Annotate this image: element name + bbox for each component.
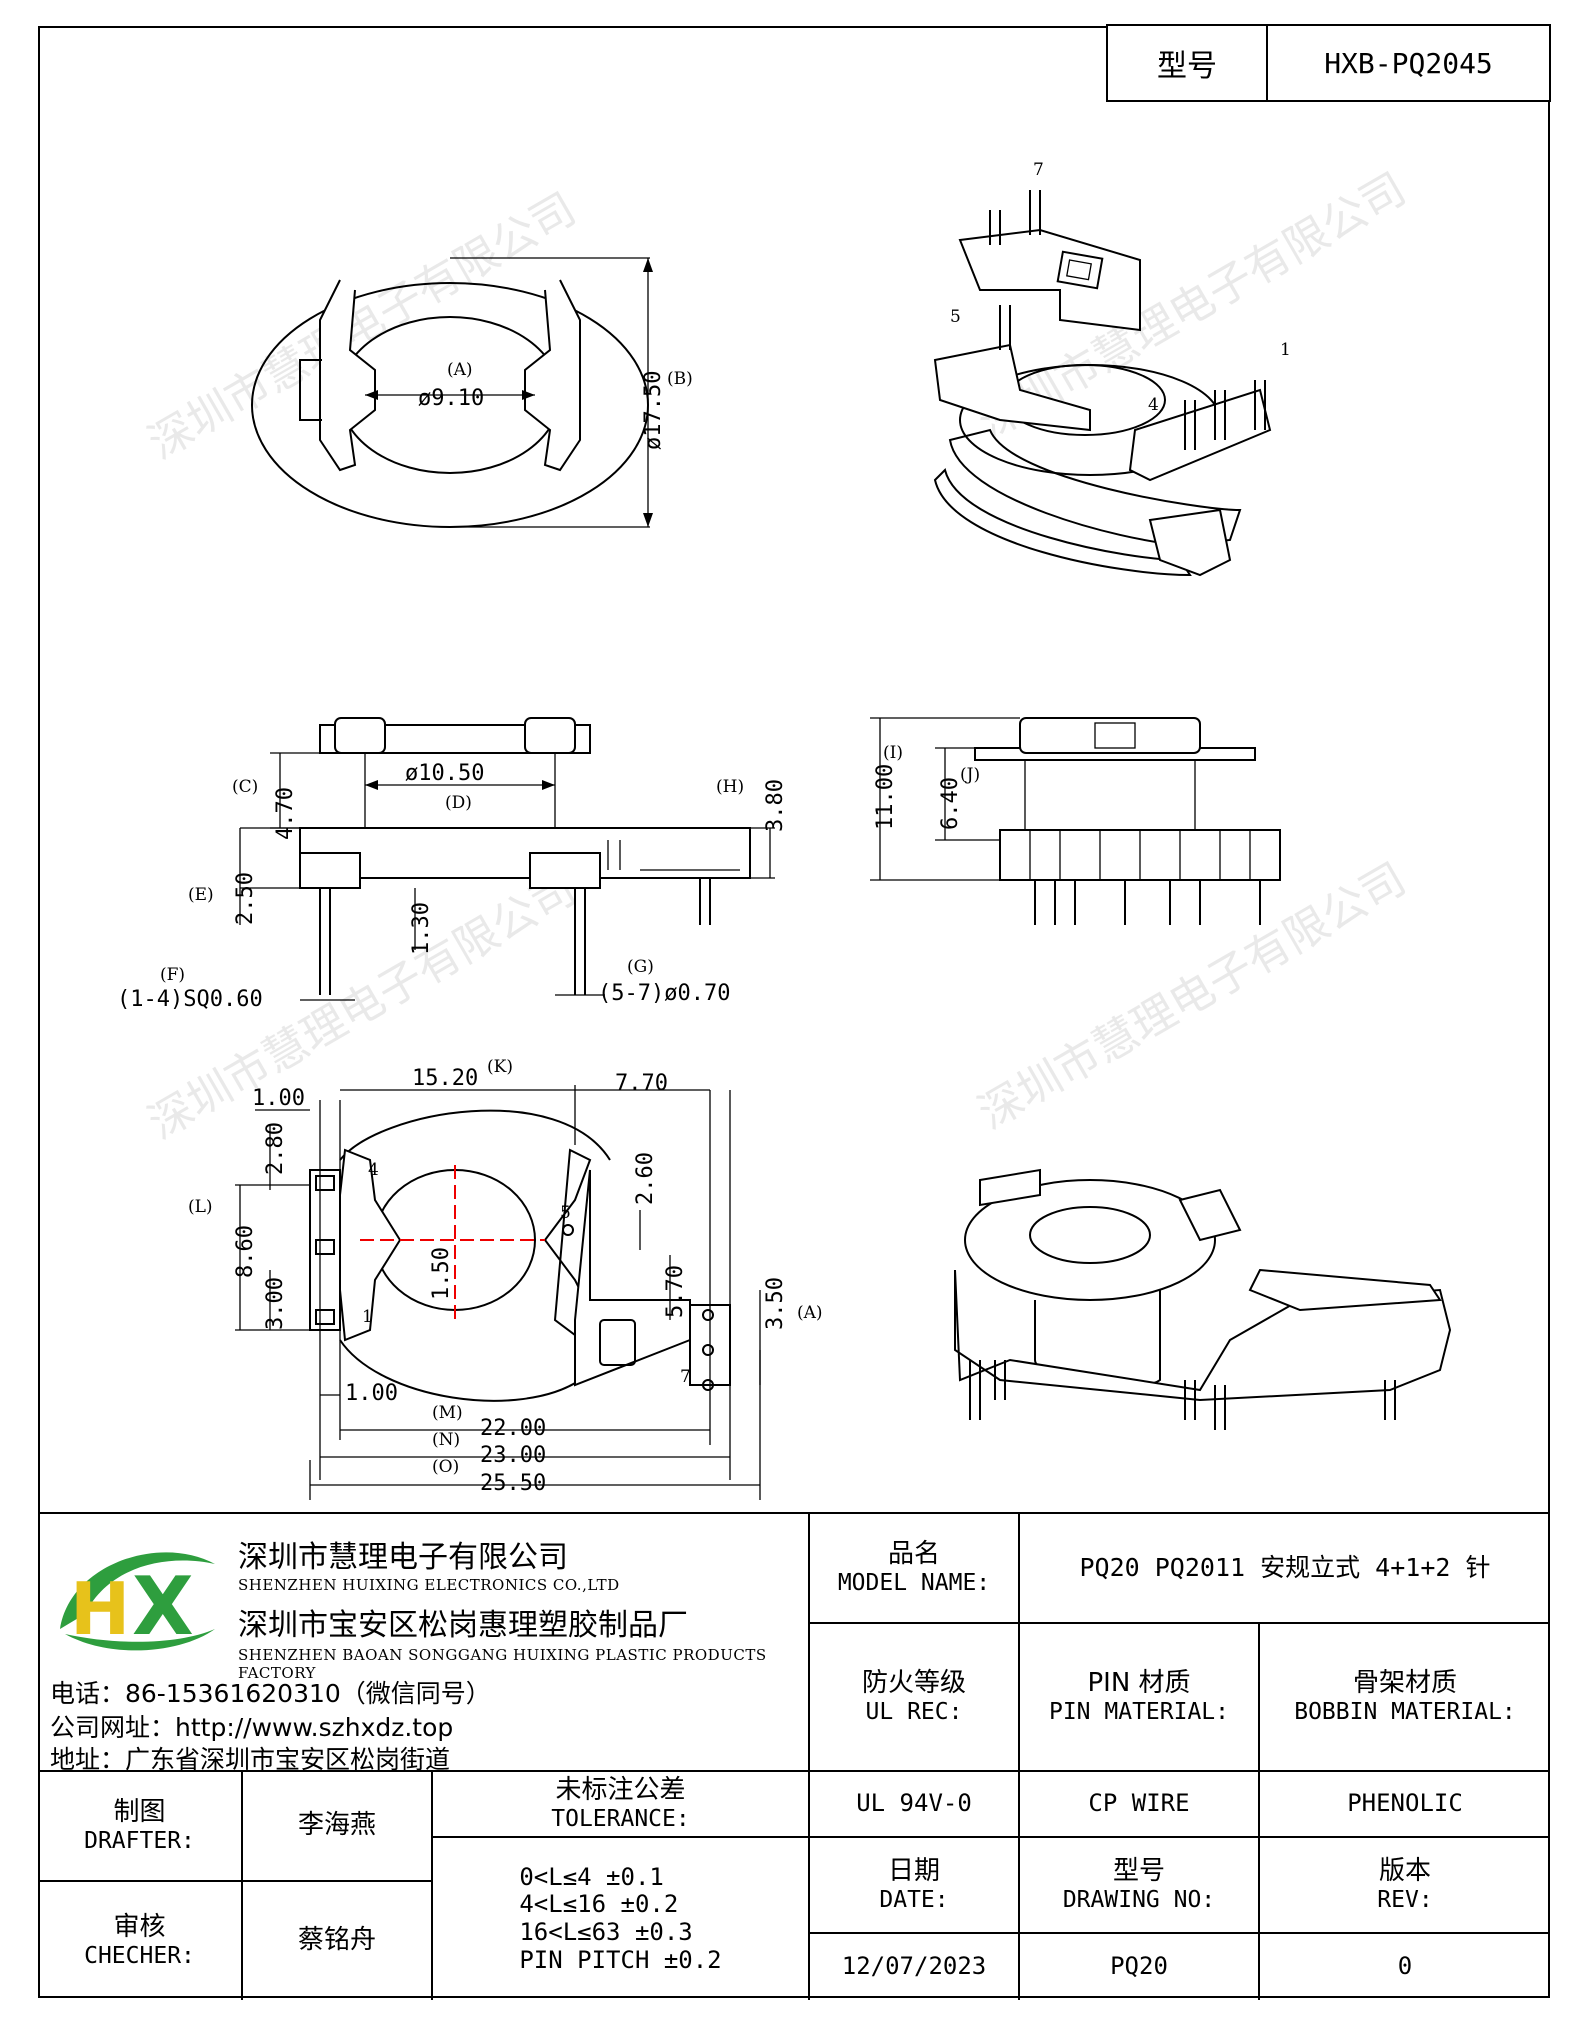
dim-h: 3.80 [763,779,788,832]
dim-2-60: 2.60 [633,1152,658,1205]
drawing-no-label: 型号 DRAWING NO: [1020,1838,1260,1934]
phone: 电话：86-15361620310（微信同号） [50,1679,491,1708]
label-h: (H) [716,777,744,797]
dim-1-00-bottom: 1.00 [345,1381,398,1406]
ul-value: UL 94V-0 [810,1772,1020,1838]
iso-pin-5: 5 [950,307,961,327]
address: 地址：广东省深圳市宝安区松岗街道 [50,1745,451,1774]
ul-rec-label: 防火等级 UL REC: [810,1624,1020,1772]
label-l: (L) [188,1197,213,1217]
dim-j: 6.40 [938,777,963,830]
model-label: 型号 [1108,26,1268,100]
label-j: (J) [960,765,980,785]
label-i: (I) [883,743,903,763]
dim-5-70: 5.70 [663,1265,688,1318]
dim-2-80: 2.80 [263,1122,288,1175]
model-number-box: 型号 HXB-PQ2045 [1106,24,1551,102]
dim-c: 4.70 [273,787,298,840]
label-g: (G) [627,957,654,977]
factory-name-en: SHENZHEN BAOAN SONGGANG HUIXING PLASTIC … [238,1646,767,1682]
dim-i: 11.00 [873,764,898,830]
bobbin-material-label: 骨架材质 BOBBIN MATERIAL: [1260,1624,1550,1772]
drawing-sheet [38,26,1550,1998]
bobbin-material-value: PHENOLIC [1260,1772,1550,1838]
dim-m: 22.00 [480,1416,546,1441]
iso-pin-7: 7 [1033,160,1044,180]
isometric-view-bottom [954,1168,1452,1430]
label-b: (B) [667,369,693,389]
tolerance-list: 0<L≤4 ±0.1 4<L≤16 ±0.2 16<L≤63 ±0.3 PIN … [433,1838,810,2000]
dim-b: ø17.50 [641,371,666,450]
rev-value: 0 [1397,1952,1413,1981]
drafter-label: 制图 DRAFTER: [38,1772,243,1882]
drawing-no-value: PQ20 [1020,1934,1260,2000]
pin-1: 1 [362,1307,373,1327]
company-logo: H X [60,1552,215,1653]
dim-3-00: 3.00 [263,1277,288,1330]
pin-f: (1-4)SQ0.60 [117,987,263,1012]
dim-k: 15.20 [412,1066,478,1091]
dim-d: ø10.50 [405,761,484,786]
date-value: 12/07/2023 [810,1934,1020,2000]
label-k: (K) [487,1057,513,1077]
checker-label: 审核 CHECHER: [38,1882,243,2000]
pin-4: 4 [368,1160,379,1180]
date-label: 日期 DATE: [810,1838,1020,1934]
dim-e: 2.50 [233,872,258,925]
iso-pin-4: 4 [1148,395,1159,415]
dim-a: ø9.10 [418,386,484,411]
label-f: (F) [160,965,185,985]
iso-pin-1: 1 [1280,340,1291,360]
dim-3-50: 3.50 [763,1277,788,1330]
company-info: H X 深圳市慧理电子有限公司 SHENZHEN HUIXING ELECTRO… [38,1514,810,1774]
dim-o: 25.50 [480,1471,546,1496]
company-name: 深圳市慧理电子有限公司 [238,1540,568,1575]
pin-5: 5 [560,1203,571,1223]
pin-7: 7 [680,1367,691,1387]
tolerance-3: 16<L≤63 ±0.3 [519,1918,693,1946]
label-c: (C) [232,777,258,797]
watermark: 深圳市慧理电子有限公司 [140,183,585,469]
tolerance-1: 0<L≤4 ±0.1 [519,1862,664,1891]
tolerance-2: 4<L≤16 ±0.2 [519,1890,679,1919]
isometric-view-top: 7 5 1 4 [933,160,1291,577]
dim-l: 8.60 [233,1225,258,1278]
model-value: HXB-PQ2045 [1324,46,1493,80]
dim-1-00-top: 1.00 [252,1086,305,1111]
dim-7-70: 7.70 [615,1071,668,1096]
model-name-value: PQ20 PQ2011 安规立式 4+1+2 针 [1020,1514,1550,1624]
label-d: (D) [445,793,472,813]
pin-material-label: PIN 材质 PIN MATERIAL: [1020,1624,1260,1772]
checker-name: 蔡铭舟 [243,1882,433,2000]
factory-name: 深圳市宝安区松岗惠理塑胶制品厂 [238,1608,688,1643]
dim-n: 23.00 [480,1443,546,1468]
company-name-en: SHENZHEN HUIXING ELECTRONICS CO.,LTD [238,1576,620,1594]
front-view: 4.70 (C) ø10.50 (D) 2.50 (E) 1.30 3.80 (… [117,717,788,1012]
watermark: 深圳市慧理电子有限公司 [970,853,1415,1139]
label-m: (M) [432,1403,463,1423]
label-n: (N) [432,1430,460,1450]
model-name-label: 品名 MODEL NAME: [810,1514,1020,1624]
side-view: 11.00 (I) 6.40 (J) [870,717,1281,925]
label-a-bottom: (A) [797,1303,823,1323]
website: 公司网址：http://www.szhxdz.top [50,1713,454,1742]
pin-material-value: CP WIRE [1020,1772,1260,1838]
tolerance-label: 未标注公差 TOLERANCE: [433,1772,810,1838]
technical-drawing: 深圳市慧理电子有限公司 深圳市慧理电子有限公司 深圳市慧理电子有限公司 深圳市慧… [117,160,1452,1500]
pin-g: (5-7)ø0.70 [598,981,730,1006]
label-o: (O) [432,1457,459,1477]
rev-label: 版本 REV: [1260,1838,1550,1934]
title-block: H X 深圳市慧理电子有限公司 SHENZHEN HUIXING ELECTRO… [38,1512,1550,2000]
dim-1-30: 1.30 [409,902,434,955]
drafter-name: 李海燕 [243,1772,433,1882]
svg-text:X: X [132,1560,194,1653]
top-view: (A) ø9.10 ø17.50 (B) [251,257,693,528]
dim-1-50: 1.50 [429,1247,454,1300]
label-a: (A) [447,360,473,380]
bottom-view: 15.20 (K) 7.70 1.00 2.80 2.60 8.60 (L) 3… [188,1057,823,1500]
tolerance-4: PIN PITCH ±0.2 [519,1945,722,1974]
label-e: (E) [188,885,214,905]
